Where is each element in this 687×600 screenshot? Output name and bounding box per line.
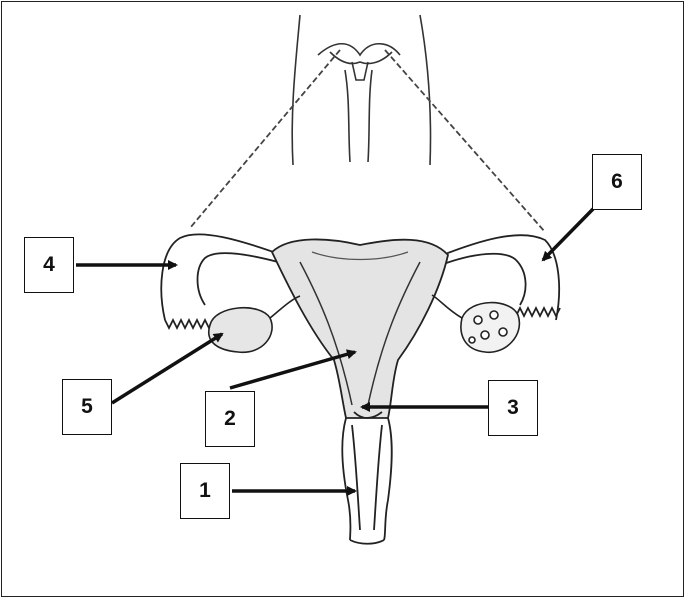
body-outline [292,15,430,165]
label-2: 2 [205,391,255,447]
arrow-6 [543,208,594,260]
projection-lines [190,50,545,232]
label-6: 6 [592,154,642,210]
label-4: 4 [24,237,74,293]
label-3: 3 [488,380,538,436]
label-5: 5 [62,379,112,435]
uterus [272,239,448,418]
label-1: 1 [180,463,230,519]
vagina [342,412,391,544]
